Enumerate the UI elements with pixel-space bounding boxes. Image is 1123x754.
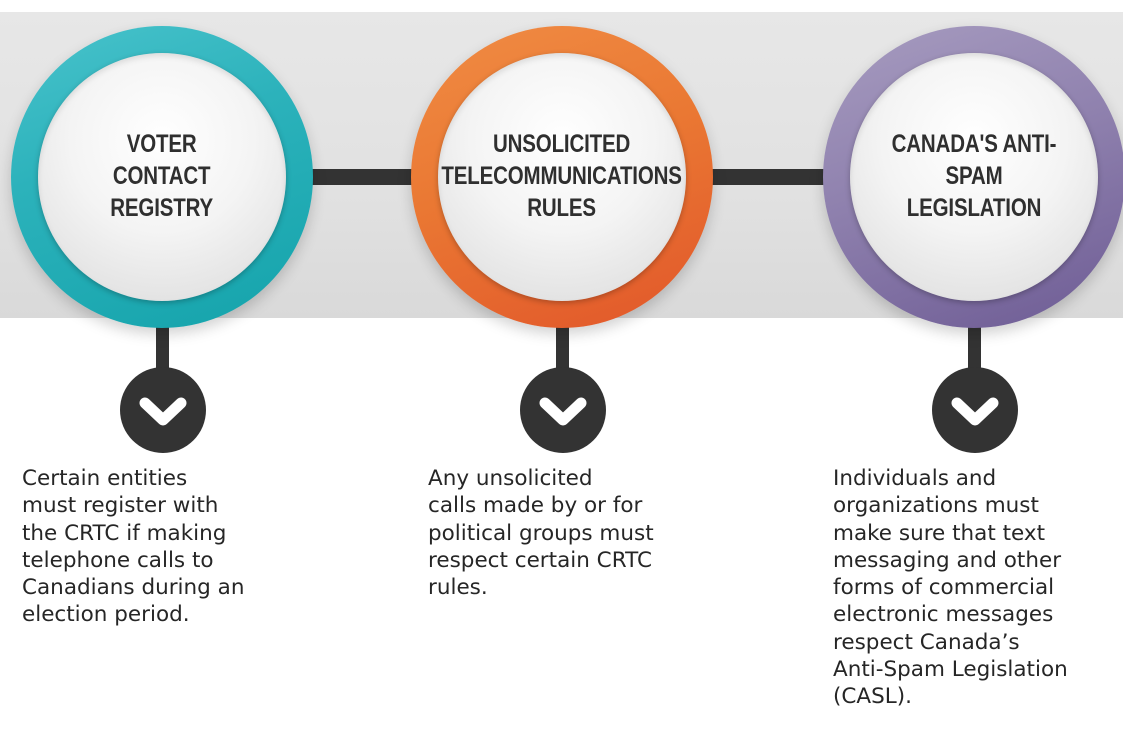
drop-line-1 (156, 318, 169, 375)
step-title: VOTER CONTACT REGISTRY (110, 130, 214, 222)
circle-face: VOTER CONTACT REGISTRY (38, 53, 286, 301)
connector-line-1 (310, 169, 420, 185)
step-description-unsolicited-telecommunications-rules: Any unsolicited calls made by or for pol… (428, 466, 654, 601)
connector-line-2 (710, 169, 830, 185)
step-description-anti-spam-legislation: Individuals and organizations must make … (833, 466, 1068, 710)
chevron-down-icon (520, 367, 606, 453)
step-title: CANADA'S ANTI-SPAM LEGISLATION (891, 130, 1057, 222)
step-title: UNSOLICITED TELECOMMUNICATIONS RULES (441, 130, 683, 222)
step-circle-unsolicited-telecommunications-rules: UNSOLICITED TELECOMMUNICATIONS RULES (411, 26, 713, 328)
step-description-voter-contact-registry: Certain entities must register with the … (22, 466, 245, 628)
step-circle-anti-spam-legislation: CANADA'S ANTI-SPAM LEGISLATION (823, 26, 1123, 328)
step-circle-voter-contact-registry: VOTER CONTACT REGISTRY (11, 26, 313, 328)
drop-line-2 (556, 318, 569, 375)
chevron-down-icon (120, 367, 206, 453)
chevron-down-icon (932, 367, 1018, 453)
circle-face: UNSOLICITED TELECOMMUNICATIONS RULES (438, 53, 686, 301)
drop-line-3 (968, 318, 981, 375)
circle-face: CANADA'S ANTI-SPAM LEGISLATION (850, 53, 1098, 301)
